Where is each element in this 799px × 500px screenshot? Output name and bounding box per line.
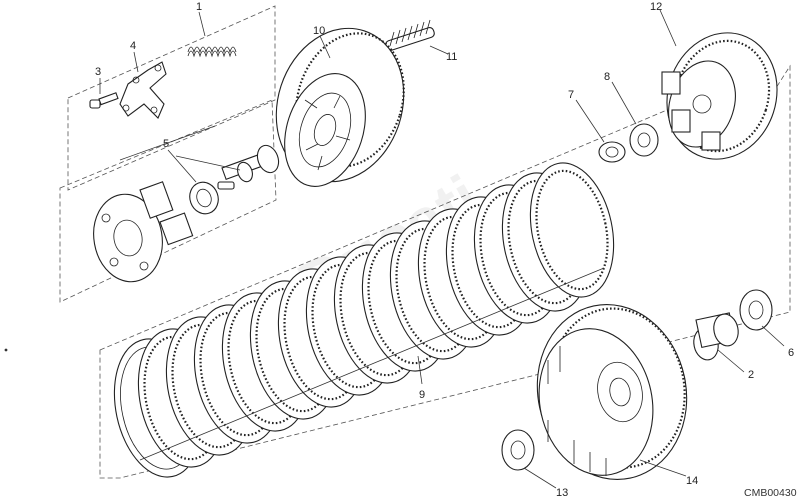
drawing-code: CMB00430 — [744, 487, 797, 499]
callout-13: 13 — [556, 487, 568, 499]
callout-9: 9 — [419, 389, 425, 401]
part-washer[interactable] — [501, 429, 535, 471]
callout-3: 3 — [95, 66, 101, 78]
part-pushrod[interactable] — [385, 19, 436, 51]
callout-4: 4 — [130, 40, 136, 52]
part-pressure-plate[interactable] — [257, 12, 423, 199]
part-bearing[interactable] — [185, 178, 222, 218]
callout-11: 11 — [446, 51, 457, 63]
callout-10: 10 — [313, 25, 325, 37]
part-bushing[interactable] — [691, 312, 741, 362]
callout-14: 14 — [686, 475, 698, 487]
callout-1: 1 — [196, 1, 202, 13]
part-clutch-drum-hub[interactable] — [651, 18, 793, 173]
callout-2: 2 — [748, 369, 754, 381]
callout-7: 7 — [568, 89, 574, 101]
box-cover-group — [67, 5, 276, 191]
part-nut[interactable] — [598, 141, 626, 163]
part-plate-pack[interactable] — [102, 155, 625, 485]
part-plate[interactable] — [119, 61, 167, 119]
part-spring[interactable] — [187, 46, 237, 58]
part-thrust-washer[interactable] — [739, 289, 773, 331]
callout-5: 5 — [163, 138, 169, 150]
part-clutch-basket[interactable] — [521, 291, 702, 494]
part-clutch-hub-inner[interactable] — [87, 181, 194, 287]
part-shaft[interactable] — [217, 142, 282, 190]
box-pressure-group — [59, 99, 277, 303]
part-lock-washer[interactable] — [629, 123, 659, 157]
callout-12: 12 — [650, 1, 662, 13]
reference-dot — [4, 348, 8, 352]
callout-8: 8 — [604, 71, 610, 83]
callout-6: 6 — [788, 347, 794, 359]
part-bolt[interactable] — [89, 92, 119, 109]
